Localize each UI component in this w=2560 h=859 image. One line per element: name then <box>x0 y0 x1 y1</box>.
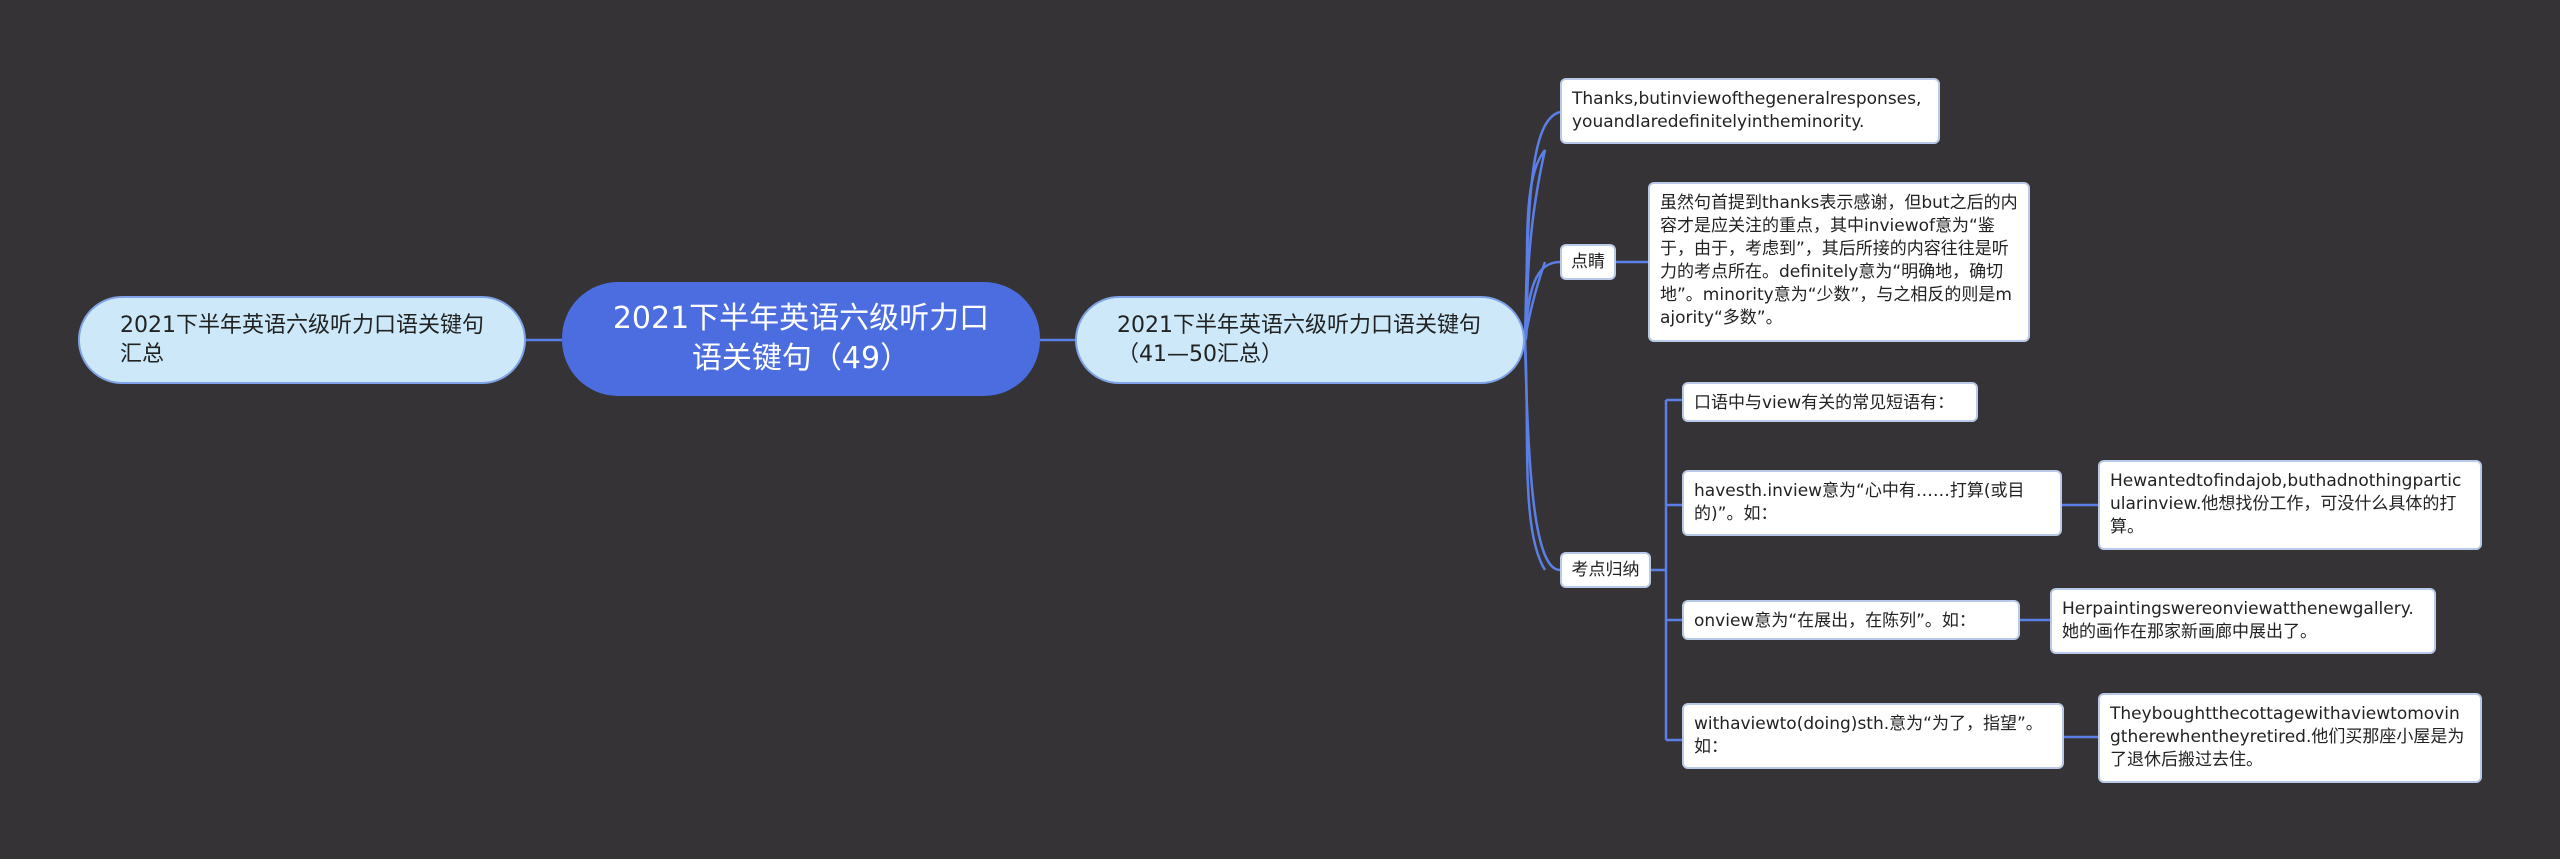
link-sentence <box>1523 110 1561 341</box>
example-node-1[interactable]: Hewantedtofindajob,buthadnothingparticul… <box>2098 460 2482 550</box>
right-topic-node[interactable]: 2021下半年英语六级听力口语关键句（41—50汇总） <box>1075 296 1525 384</box>
dianjing-node[interactable]: 点睛 <box>1560 244 1616 280</box>
link-dianjing <box>1523 260 1561 341</box>
example-node-2[interactable]: Herpaintingswereonviewatthenewgallery.她的… <box>2050 588 2436 654</box>
sentence-node[interactable]: Thanks,butinviewofthegeneralresponses,yo… <box>1560 78 1940 144</box>
link-kaodian <box>1523 339 1561 572</box>
phrase-node-1[interactable]: havesth.inview意为“心中有……打算(或目的)”。如： <box>1682 470 2062 536</box>
example-node-3[interactable]: Theyboughtthecottagewithaviewtomovingthe… <box>2098 693 2482 783</box>
kaodian-intro-node[interactable]: 口语中与view有关的常见短语有： <box>1682 382 1978 422</box>
dianjing-note-node[interactable]: 虽然句首提到thanks表示感谢，但but之后的内容才是应关注的重点，其中inv… <box>1648 182 2030 342</box>
root-node[interactable]: 2021下半年英语六级听力口语关键句（49） <box>562 282 1040 396</box>
phrase-node-3[interactable]: withaviewto(doing)sth.意为“为了，指望”。如： <box>1682 703 2064 769</box>
link-kaodian-trunk <box>1651 398 1682 742</box>
phrase-node-2[interactable]: onview意为“在展出，在陈列”。如： <box>1682 600 2020 640</box>
left-topic-node[interactable]: 2021下半年英语六级听力口语关键句汇总 <box>78 296 526 384</box>
kaodian-node[interactable]: 考点归纳 <box>1560 552 1651 588</box>
